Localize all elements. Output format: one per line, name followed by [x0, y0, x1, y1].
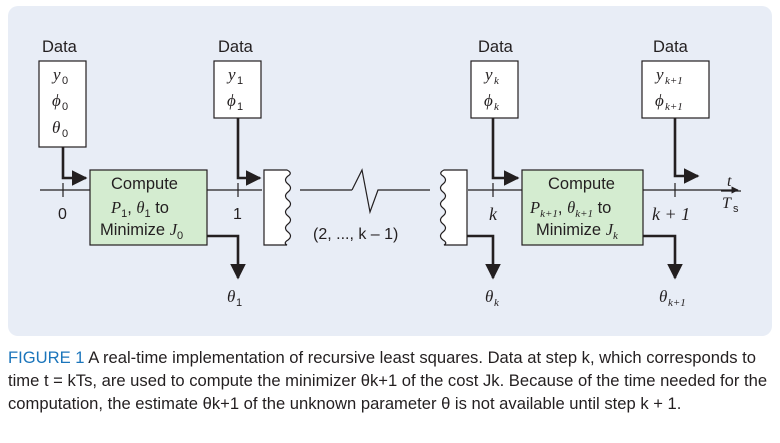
svg-text:1: 1: [237, 101, 243, 113]
torn-block-left: [263, 169, 292, 246]
input-arrows: [61, 118, 700, 186]
rls-timeline-diagram: 0 1 k k + 1 t T s Data Data Data Data y …: [38, 38, 741, 309]
svg-text:0: 0: [62, 101, 68, 113]
svg-text:θ: θ: [52, 118, 60, 137]
svg-text:t: t: [727, 173, 732, 190]
svg-text:Minimize Jk: Minimize Jk: [536, 220, 619, 242]
svg-text:Compute: Compute: [548, 175, 615, 193]
svg-text:y: y: [51, 65, 61, 84]
input-box-k: y k ϕ k: [470, 60, 519, 119]
svg-text:θ: θ: [485, 287, 493, 306]
figure-label: FIGURE 1: [8, 348, 85, 367]
svg-text:k: k: [494, 297, 500, 309]
data-label: Data: [653, 38, 689, 56]
compute-block-k: Compute Pk+1, θk+1 to Minimize Jk: [521, 169, 644, 246]
tick-label: k: [489, 204, 498, 224]
svg-text:θ: θ: [227, 287, 235, 306]
svg-text:k: k: [494, 75, 500, 87]
tick-1: 1: [233, 183, 242, 223]
svg-text:Minimize J0: Minimize J0: [100, 220, 183, 242]
figure-caption: FIGURE 1 A real-time implementation of r…: [8, 346, 774, 415]
caption-text: A real-time implementation of recursive …: [8, 348, 768, 413]
svg-text:T: T: [722, 195, 732, 212]
svg-text:0: 0: [62, 75, 68, 87]
svg-text:k: k: [494, 101, 500, 113]
svg-text:1: 1: [237, 75, 243, 87]
svg-text:Pk+1, θk+1 to: Pk+1, θk+1 to: [529, 198, 611, 220]
input-box-1: y 1 ϕ 1: [213, 60, 262, 119]
svg-text:ϕ: ϕ: [227, 91, 236, 110]
tick-k: k: [489, 183, 498, 224]
svg-text:Compute: Compute: [111, 175, 178, 193]
output-theta-k-plus-1: θ k+1: [659, 287, 686, 309]
tick-label: 1: [233, 206, 242, 223]
svg-text:k+1: k+1: [668, 297, 686, 309]
svg-text:y: y: [483, 65, 493, 84]
input-box-k-plus-1: y k+1 ϕ k+1: [641, 60, 710, 119]
svg-text:P1, θ1 to: P1, θ1 to: [110, 198, 169, 220]
tick-label: 0: [58, 206, 67, 223]
axis-label: t T s: [721, 173, 741, 215]
svg-text:θ: θ: [659, 287, 667, 306]
data-label: Data: [478, 38, 514, 56]
tick-k-plus-1: k + 1: [652, 183, 690, 224]
svg-text:1: 1: [236, 297, 242, 309]
tick-0: 0: [58, 183, 67, 223]
data-label: Data: [42, 38, 78, 56]
output-theta-1: θ 1: [227, 287, 242, 309]
svg-text:y: y: [226, 65, 236, 84]
compute-block-0: Compute P1, θ1 to Minimize J0: [89, 169, 208, 246]
input-box-0: y 0 ϕ 0 θ 0: [38, 60, 87, 148]
svg-text:0: 0: [62, 128, 68, 140]
output-arrows: [207, 234, 683, 280]
torn-block-right: [439, 169, 468, 246]
svg-text:ϕ: ϕ: [655, 91, 664, 110]
svg-text:k+1: k+1: [665, 101, 683, 113]
svg-text:ϕ: ϕ: [52, 91, 61, 110]
data-label: Data: [218, 38, 254, 56]
svg-text:k+1: k+1: [665, 75, 683, 87]
middle-steps-label: (2, ..., k – 1): [313, 226, 398, 243]
svg-text:s: s: [733, 203, 739, 215]
output-theta-k: θ k: [485, 287, 500, 309]
svg-text:ϕ: ϕ: [484, 91, 493, 110]
svg-text:y: y: [654, 65, 664, 84]
tick-label: k + 1: [652, 204, 690, 224]
